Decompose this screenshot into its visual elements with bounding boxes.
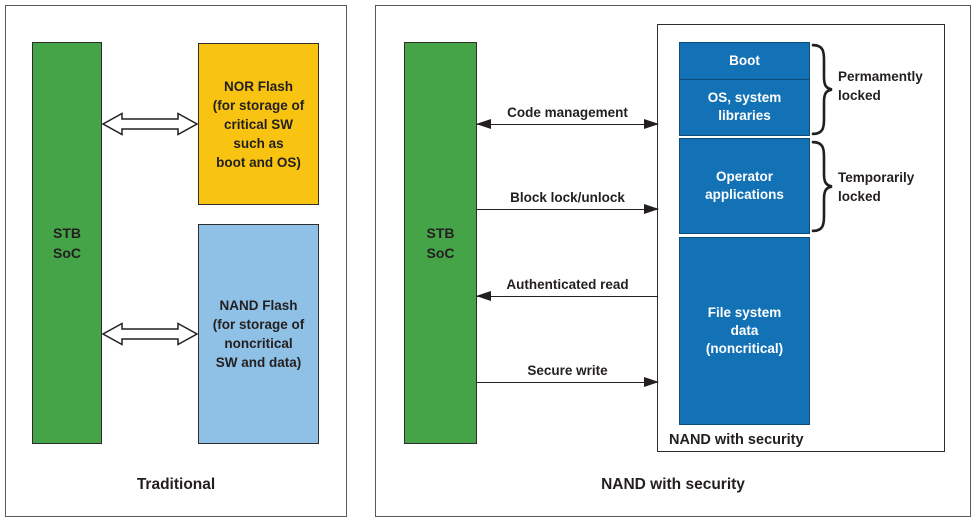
- stb-soc-box: STB SoC: [404, 42, 477, 444]
- arrowhead-right-icon: [644, 376, 659, 387]
- segment-file-system-data: File system data (noncritical): [679, 236, 810, 425]
- arrow-label: Code management: [507, 105, 628, 120]
- nand-security-panel: STB SoC Boot OS, system libraries Operat…: [375, 5, 971, 517]
- left-arrow-icon: [476, 290, 658, 301]
- nor-flash-box: NOR Flash (for storage of critical SW su…: [198, 43, 319, 205]
- arrow-authenticated-read: Authenticated read: [476, 277, 658, 301]
- arrow-label: Block lock/unlock: [510, 190, 625, 205]
- segment-boot: Boot: [679, 42, 810, 80]
- nand-flash-box: NAND Flash (for storage of noncritical S…: [198, 224, 319, 444]
- segment-os-system-libraries: OS, system libraries: [679, 78, 810, 136]
- brace-icon: [811, 140, 833, 233]
- arrow-label: Secure write: [527, 363, 608, 378]
- stb-soc-box: STB SoC: [32, 42, 102, 444]
- arrowhead-left-icon: [476, 290, 491, 301]
- arrow-block-lock-unlock: Block lock/unlock: [477, 190, 659, 214]
- double-arrow-icon: [101, 322, 199, 346]
- brace-icon: [811, 43, 833, 136]
- right-arrow-icon: [477, 376, 659, 387]
- arrowhead-right-icon: [644, 118, 659, 129]
- arrowhead-right-icon: [644, 203, 659, 214]
- arrow-secure-write: Secure write: [477, 363, 659, 387]
- nand-with-security-box: Boot OS, system libraries Operator appli…: [657, 24, 945, 452]
- panel-caption-nand-with-security: NAND with security: [601, 476, 745, 493]
- nand-with-security-inner-label: NAND with security: [669, 432, 804, 448]
- arrow-code-management: Code management: [476, 105, 659, 129]
- double-arrow-icon: [101, 112, 199, 136]
- arrowhead-left-icon: [476, 118, 491, 129]
- panel-caption-traditional: Traditional: [136, 476, 216, 493]
- memory-map-stack: Boot OS, system libraries Operator appli…: [679, 42, 810, 425]
- bidirectional-arrow-icon: [476, 118, 659, 129]
- traditional-panel: STB SoC NOR Flash (for storage of critic…: [5, 5, 347, 517]
- annotation-temporarily-locked: Temporarily locked: [838, 170, 915, 204]
- arrow-label: Authenticated read: [506, 277, 629, 292]
- right-arrow-icon: [477, 203, 659, 214]
- annotation-permanently-locked: Permamently locked: [838, 69, 923, 103]
- segment-operator-applications: Operator applications: [679, 137, 810, 234]
